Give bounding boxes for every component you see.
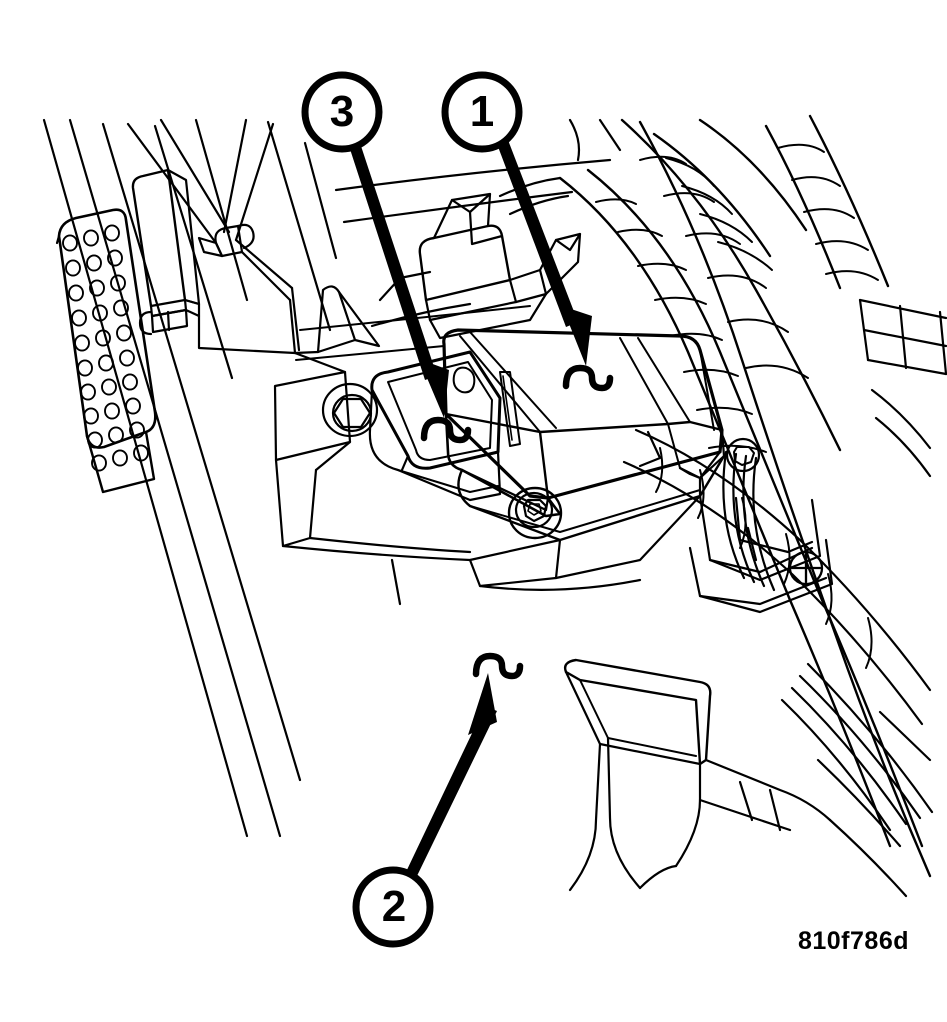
- leader-line-3: [349, 143, 449, 418]
- control-module: [442, 328, 761, 542]
- accelerator-pedal: [55, 208, 157, 494]
- floor-bracket-lower: [563, 658, 832, 892]
- hook-mark-3: [420, 416, 472, 444]
- hook-mark-1: [562, 364, 614, 392]
- carpet-edge-lines: [42, 118, 338, 838]
- pedal-bracket: [126, 118, 301, 355]
- callout-leaders: [349, 140, 592, 878]
- target-hook-marks: [420, 364, 614, 680]
- leader-line-1: [497, 140, 592, 366]
- callout-circles: [301, 71, 523, 948]
- wiring-harness: [558, 114, 932, 878]
- callout-circle-3: [301, 71, 383, 153]
- leader-line-2: [405, 673, 497, 878]
- hook-mark-2: [472, 652, 524, 680]
- floor-edge-top-right: [858, 298, 947, 478]
- illustration-linework: [42, 114, 947, 898]
- figure-id-label: 810f786d: [797, 927, 909, 955]
- callout-circle-2: [352, 866, 434, 948]
- pedal-perforations: [62, 224, 149, 472]
- torx-screw-front: [507, 486, 563, 540]
- callout-circle-1: [441, 71, 523, 153]
- floor-pan-center: [281, 494, 702, 606]
- carpet-lower-right: [780, 662, 934, 898]
